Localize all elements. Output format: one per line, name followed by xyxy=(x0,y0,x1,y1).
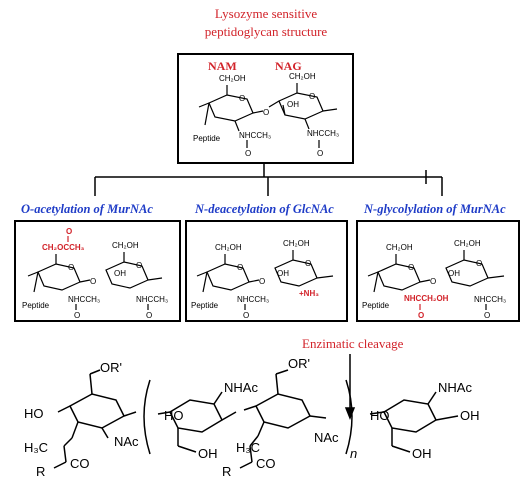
svg-text:NHCCH₃: NHCCH₃ xyxy=(307,129,339,138)
svg-text:OH: OH xyxy=(460,408,480,423)
svg-text:O: O xyxy=(68,263,74,272)
heading-n-deacetylation: N-deacetylation of GlcNAc xyxy=(195,202,334,216)
svg-text:NHCCH₃: NHCCH₃ xyxy=(237,295,269,304)
svg-text:Peptide: Peptide xyxy=(22,301,50,310)
svg-text:O: O xyxy=(317,149,323,158)
svg-text:Peptide: Peptide xyxy=(191,301,219,310)
svg-text:O: O xyxy=(418,311,424,320)
svg-text:NHCCH₃: NHCCH₃ xyxy=(239,131,271,140)
svg-text:O: O xyxy=(237,263,243,272)
svg-text:O: O xyxy=(305,259,311,268)
svg-text:OH: OH xyxy=(198,446,218,461)
svg-text:H₃C: H₃C xyxy=(236,440,260,455)
nam-label: NAM xyxy=(208,59,237,73)
n-glycolylation-box: CH₂OH CH₂OH O O O OH NHCCH₃ O Peptide O … xyxy=(356,220,520,322)
svg-text:O: O xyxy=(430,277,436,286)
svg-text:OR': OR' xyxy=(100,360,122,375)
svg-text:CO: CO xyxy=(256,456,276,471)
nam-nag-disaccharide-structure: CH₂OH CH₂OH O O O OH NHCCH₃ NHCCH₃ O O P… xyxy=(193,72,339,158)
svg-text:HO: HO xyxy=(370,408,390,423)
glycolyl-group-label: NHCCH₂OH xyxy=(404,294,449,303)
svg-text:OH: OH xyxy=(114,269,126,278)
svg-text:O: O xyxy=(90,277,96,286)
enzymatic-cleavage-label: Enzimatic cleavage xyxy=(302,336,404,351)
svg-text:H₃C: H₃C xyxy=(24,440,48,455)
o-acetylation-structure: CH₂OH O O O OH NHCCH₃ NHCCH₃ O O Peptide… xyxy=(22,227,168,320)
peptidoglycan-structure-box: NAM NAG CH₂OH CH₂OH O O O xyxy=(177,53,354,164)
svg-text:O: O xyxy=(146,311,152,320)
svg-text:NHAc: NHAc xyxy=(438,380,472,395)
svg-text:O: O xyxy=(136,261,142,270)
svg-text:OH: OH xyxy=(412,446,432,461)
heading-n-glycolylation: N-glycolylation of MurNAc xyxy=(364,202,506,216)
svg-text:O: O xyxy=(66,227,72,236)
svg-text:OH: OH xyxy=(277,269,289,278)
svg-text:O: O xyxy=(263,108,269,117)
svg-text:OH: OH xyxy=(448,269,460,278)
heading-o-acetylation: O-acetylation of MurNAc xyxy=(21,202,153,216)
n-deacetylation-box: CH₂OH CH₂OH O O O OH NHCCH₃ O Peptide +N… xyxy=(185,220,348,322)
svg-text:NAc: NAc xyxy=(114,434,139,449)
svg-text:NHCCH₃: NHCCH₃ xyxy=(68,295,100,304)
svg-text:OR': OR' xyxy=(288,356,310,371)
svg-text:n: n xyxy=(350,446,357,461)
n-glycolylation-structure: CH₂OH CH₂OH O O O OH NHCCH₃ O Peptide O xyxy=(362,239,506,320)
svg-text:CO: CO xyxy=(70,456,90,471)
svg-text:O: O xyxy=(309,92,315,101)
svg-text:CH₂OH: CH₂OH xyxy=(112,241,139,250)
svg-text:NHCCH₃: NHCCH₃ xyxy=(474,295,506,304)
svg-text:R: R xyxy=(36,464,45,479)
nag-label: NAG xyxy=(275,59,302,73)
o-acetyl-group-label: CH₂OCCH₃ xyxy=(42,243,85,252)
svg-text:OH: OH xyxy=(287,100,299,109)
amino-group-label: +NH₃ xyxy=(299,289,319,298)
svg-text:CH₂OH: CH₂OH xyxy=(454,239,481,248)
o-acetylation-box: CH₂OH O O O OH NHCCH₃ NHCCH₃ O O Peptide… xyxy=(14,220,181,322)
svg-text:CH₂OH: CH₂OH xyxy=(386,243,413,252)
svg-text:CH₂OH: CH₂OH xyxy=(283,239,310,248)
peptidoglycan-polymer-structure: HO OR' NAc H₃C CO R NHAc OH OR' H₃C NAc … xyxy=(24,354,480,479)
n-deacetylation-structure: CH₂OH CH₂OH O O O OH NHCCH₃ O Peptide xyxy=(191,239,334,320)
svg-text:O: O xyxy=(476,259,482,268)
connector-tree xyxy=(94,162,443,196)
svg-text:HO: HO xyxy=(24,406,44,421)
svg-text:HO: HO xyxy=(164,408,184,423)
svg-text:CH₂OH: CH₂OH xyxy=(219,74,246,83)
title-line-2: peptidoglycan structure xyxy=(204,24,328,39)
svg-text:Peptide: Peptide xyxy=(362,301,390,310)
svg-text:O: O xyxy=(408,263,414,272)
svg-text:O: O xyxy=(484,311,490,320)
svg-text:R: R xyxy=(222,464,231,479)
svg-text:O: O xyxy=(243,311,249,320)
svg-text:O: O xyxy=(245,149,251,158)
svg-text:O: O xyxy=(239,94,245,103)
svg-text:O: O xyxy=(259,277,265,286)
svg-text:O: O xyxy=(74,311,80,320)
title-line-1: Lysozyme sensitive xyxy=(214,6,318,21)
svg-text:NHCCH₃: NHCCH₃ xyxy=(136,295,168,304)
svg-text:NAc: NAc xyxy=(314,430,339,445)
svg-text:CH₂OH: CH₂OH xyxy=(215,243,242,252)
svg-text:NHAc: NHAc xyxy=(224,380,258,395)
svg-text:CH₂OH: CH₂OH xyxy=(289,72,316,81)
svg-text:Peptide: Peptide xyxy=(193,134,221,143)
